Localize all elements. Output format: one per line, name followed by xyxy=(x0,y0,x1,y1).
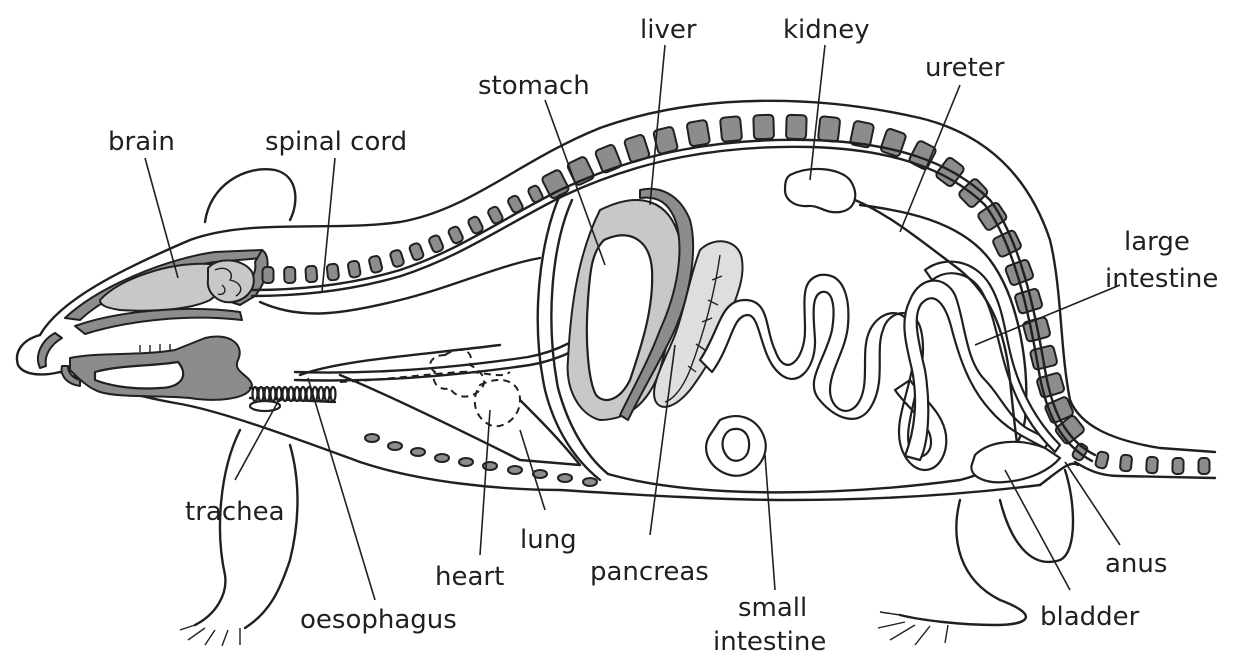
vertebra xyxy=(327,263,340,280)
label-large-intestine-line2: intestine xyxy=(1105,264,1218,294)
label-trachea: trachea xyxy=(185,497,285,527)
vertebra xyxy=(347,260,361,278)
trachea-ring xyxy=(271,387,276,401)
label-pancreas: pancreas xyxy=(590,557,709,587)
mammary-dot xyxy=(411,448,425,456)
leader-oesophagus xyxy=(308,378,375,600)
heart-outline xyxy=(475,380,520,426)
brain xyxy=(100,260,254,310)
mammary-dot xyxy=(459,458,473,466)
label-small-intestine-line1: small xyxy=(738,593,807,623)
trachea-ring xyxy=(301,387,306,401)
vertebra xyxy=(368,255,383,273)
hind-leg xyxy=(900,464,1078,625)
vertebra xyxy=(686,120,710,147)
label-spinal-cord: spinal cord xyxy=(265,127,407,157)
label-oesophagus: oesophagus xyxy=(300,605,457,635)
mammary-dot xyxy=(508,466,522,474)
vertebra xyxy=(447,225,464,244)
vertebra xyxy=(818,116,840,142)
trachea-ring xyxy=(295,387,300,401)
vertebra xyxy=(1095,451,1109,469)
trachea-ring xyxy=(331,387,336,401)
label-bladder: bladder xyxy=(1040,602,1140,632)
label-ureter: ureter xyxy=(925,53,1005,83)
leader-liver xyxy=(650,45,665,205)
bladder-body xyxy=(971,442,1060,482)
trachea-ring xyxy=(325,387,330,401)
kidney-body xyxy=(785,169,855,212)
brain-cerebrum xyxy=(100,264,223,311)
kidney xyxy=(785,169,855,212)
small-intestine-inner xyxy=(723,429,750,461)
mammary-dot xyxy=(583,478,597,486)
label-brain: brain xyxy=(108,127,175,157)
vertebra xyxy=(1199,458,1210,474)
front-paw xyxy=(180,625,240,646)
vertebra xyxy=(786,115,807,140)
leader-small-intestine xyxy=(765,455,775,590)
label-stomach: stomach xyxy=(478,71,590,101)
vertebra xyxy=(389,249,404,268)
skull-lower-bone xyxy=(75,309,242,334)
vertebra xyxy=(1146,457,1158,474)
label-liver: liver xyxy=(640,15,697,45)
brain-cerebellum xyxy=(208,260,254,302)
vertebra xyxy=(409,242,425,261)
label-kidney: kidney xyxy=(783,15,870,45)
mammary-dot xyxy=(365,434,379,442)
ear xyxy=(205,169,295,222)
label-heart: heart xyxy=(435,562,504,592)
vertebra xyxy=(720,116,742,142)
vertebra xyxy=(1120,454,1133,471)
vertebra xyxy=(305,266,317,283)
trachea xyxy=(250,387,336,411)
mammary-dot xyxy=(483,462,497,470)
label-lung: lung xyxy=(520,525,577,555)
vertebra xyxy=(935,156,965,187)
leader-bladder xyxy=(1005,470,1070,590)
vertebra xyxy=(1172,458,1183,474)
mammary-dot xyxy=(435,454,449,462)
label-small-intestine-line2: intestine xyxy=(713,627,826,657)
label-anus: anus xyxy=(1105,549,1167,579)
leader-heart xyxy=(480,410,490,555)
trachea-ring xyxy=(289,387,294,401)
vertebra xyxy=(263,267,274,283)
label-large-intestine-line1: large xyxy=(1124,227,1190,257)
incisor-upper xyxy=(38,333,62,368)
leader-brain xyxy=(145,158,178,278)
hind-thigh xyxy=(1000,470,1073,562)
mammary-dot xyxy=(558,474,572,482)
trachea-ring xyxy=(283,387,288,401)
vertebra xyxy=(284,267,295,283)
vertebra xyxy=(428,234,444,253)
bladder xyxy=(971,442,1060,482)
mammary-dot xyxy=(388,442,402,450)
leader-kidney xyxy=(810,45,825,180)
trachea-ring xyxy=(265,387,270,401)
trachea-ring xyxy=(259,387,264,401)
oesophagus-tube xyxy=(295,318,610,380)
trachea-ring xyxy=(253,387,258,401)
vertebra xyxy=(753,115,774,140)
trachea-ring xyxy=(319,387,324,401)
trachea-rings xyxy=(253,387,336,401)
